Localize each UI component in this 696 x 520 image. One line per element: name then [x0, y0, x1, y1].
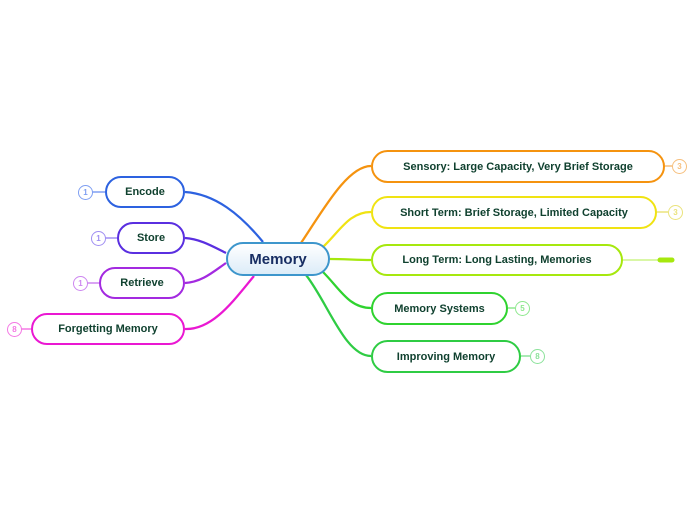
node-store[interactable]: Store [117, 222, 185, 254]
node-long-term[interactable]: Long Term: Long Lasting, Memories [371, 244, 623, 276]
branch-curve-encode [184, 190, 264, 243]
node-memory-root-label: Memory [249, 250, 307, 268]
node-improving-memory-label: Improving Memory [396, 350, 496, 363]
badge-encode-count[interactable]: 1 [78, 184, 93, 200]
badge-short-term-count[interactable]: 3 [668, 205, 683, 220]
node-memory-systems[interactable]: Memory Systems [371, 292, 508, 325]
branch-curve-long-term [329, 257, 372, 262]
node-improving-memory[interactable]: Improving Memory [371, 340, 521, 373]
badge-improving-memory-count[interactable]: 8 [530, 348, 545, 364]
node-memory-root[interactable]: Memory [226, 242, 330, 276]
node-forgetting-memory[interactable]: Forgetting Memory [31, 313, 185, 345]
badge-store-count[interactable]: 1 [91, 230, 106, 246]
branch-curve-short-term [322, 210, 372, 248]
node-retrieve[interactable]: Retrieve [99, 267, 185, 299]
branch-curve-store [184, 236, 227, 255]
node-short-term-label: Short Term: Brief Storage, Limited Capac… [400, 206, 628, 219]
node-store-label: Store [136, 232, 166, 244]
node-sensory-label: Sensory: Large Capacity, Very Brief Stor… [403, 160, 633, 173]
branch-curve-retrieve [184, 262, 227, 285]
badge-retrieve-count[interactable]: 1 [73, 275, 88, 291]
branch-curve-forgetting-memory [184, 275, 255, 331]
badge-forgetting-memory-count[interactable]: 8 [7, 321, 22, 337]
node-forgetting-memory-label: Forgetting Memory [58, 323, 158, 335]
badge-memory-systems-count[interactable]: 5 [515, 300, 530, 316]
node-encode[interactable]: Encode [105, 176, 185, 208]
node-encode-label: Encode [125, 186, 165, 198]
badge-sensory-count[interactable]: 3 [672, 159, 687, 174]
node-retrieve-label: Retrieve [120, 277, 164, 289]
node-sensory[interactable]: Sensory: Large Capacity, Very Brief Stor… [371, 150, 665, 183]
node-long-term-label: Long Term: Long Lasting, Memories [402, 254, 592, 266]
node-memory-systems-label: Memory Systems [394, 302, 485, 315]
branch-curve-sensory [300, 164, 372, 244]
branch-curve-memory-systems [322, 271, 372, 310]
branch-curve-improving-memory [305, 274, 372, 358]
node-short-term[interactable]: Short Term: Brief Storage, Limited Capac… [371, 196, 657, 229]
